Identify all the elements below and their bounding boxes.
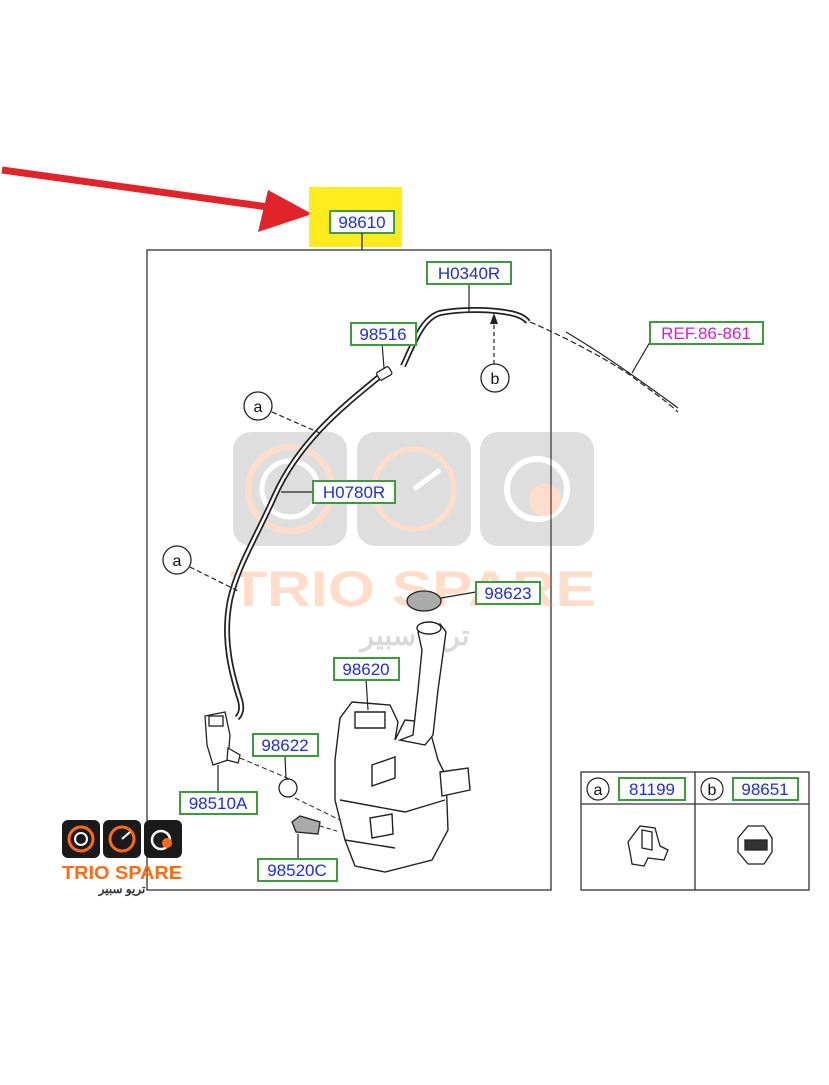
part-label-98622[interactable]: 98622 <box>252 733 319 757</box>
svg-text:98622: 98622 <box>261 736 308 755</box>
svg-text:98620: 98620 <box>342 660 389 679</box>
svg-text:a: a <box>173 553 182 570</box>
assembly-frame <box>146 249 552 891</box>
svg-text:98516: 98516 <box>359 325 406 344</box>
level-sensor-icon <box>291 815 341 860</box>
svg-text:a: a <box>254 399 263 416</box>
callout-a-top: a <box>243 391 273 421</box>
svg-text:تريو سبير: تريو سبير <box>358 620 469 653</box>
washer-reservoir-icon <box>334 621 471 873</box>
part-label-98520c[interactable]: 98520C <box>257 858 338 882</box>
washer-pump-icon <box>204 711 241 766</box>
svg-text:98651: 98651 <box>741 780 788 799</box>
part-label-h0780r[interactable]: H0780R <box>312 480 396 504</box>
svg-text:H0340R: H0340R <box>438 264 500 283</box>
washer-hose <box>224 306 679 721</box>
part-label-98623[interactable]: 98623 <box>475 581 541 605</box>
svg-text:a: a <box>594 782 603 799</box>
part-label-98620[interactable]: 98620 <box>333 657 400 681</box>
hose-clip-a-icon <box>627 825 669 867</box>
legend-a-callout: a <box>586 777 610 801</box>
trio-spare-logo: TRIO SPARE تريو سبير <box>62 820 182 897</box>
svg-text:REF.86-861: REF.86-861 <box>661 324 751 343</box>
svg-text:98510A: 98510A <box>189 794 248 813</box>
callout-a-bottom: a <box>162 545 192 575</box>
part-label-98516[interactable]: 98516 <box>350 322 417 346</box>
svg-text:81199: 81199 <box>629 780 675 799</box>
svg-text:98520C: 98520C <box>267 861 327 880</box>
svg-text:98610: 98610 <box>338 213 385 232</box>
svg-text:تريو سبير: تريو سبير <box>98 882 146 897</box>
callout-b: b <box>480 363 510 393</box>
red-arrow-icon <box>1 166 312 232</box>
svg-text:98623: 98623 <box>484 584 531 603</box>
svg-text:H0780R: H0780R <box>323 483 385 502</box>
legend-a-part-label[interactable]: 81199 <box>618 777 686 801</box>
ref-label[interactable]: REF.86-861 <box>649 321 764 345</box>
reservoir-cap-icon <box>406 590 477 612</box>
svg-text:TRIO SPARE: TRIO SPARE <box>62 863 182 883</box>
watermark: TRIO SPARE تريو سبير <box>230 432 596 653</box>
clip-legend-table: a 81199 b 98651 <box>580 771 810 891</box>
legend-b-callout: b <box>700 777 724 801</box>
main-part-label[interactable]: 98610 <box>329 210 395 234</box>
grommet-icon <box>278 755 298 798</box>
legend-b-part-label[interactable]: 98651 <box>732 777 799 801</box>
hose-clip-b-icon <box>737 825 773 865</box>
svg-text:b: b <box>491 371 500 388</box>
part-label-98510a[interactable]: 98510A <box>179 791 258 815</box>
svg-text:b: b <box>708 782 717 799</box>
part-label-h0340r[interactable]: H0340R <box>426 261 512 285</box>
